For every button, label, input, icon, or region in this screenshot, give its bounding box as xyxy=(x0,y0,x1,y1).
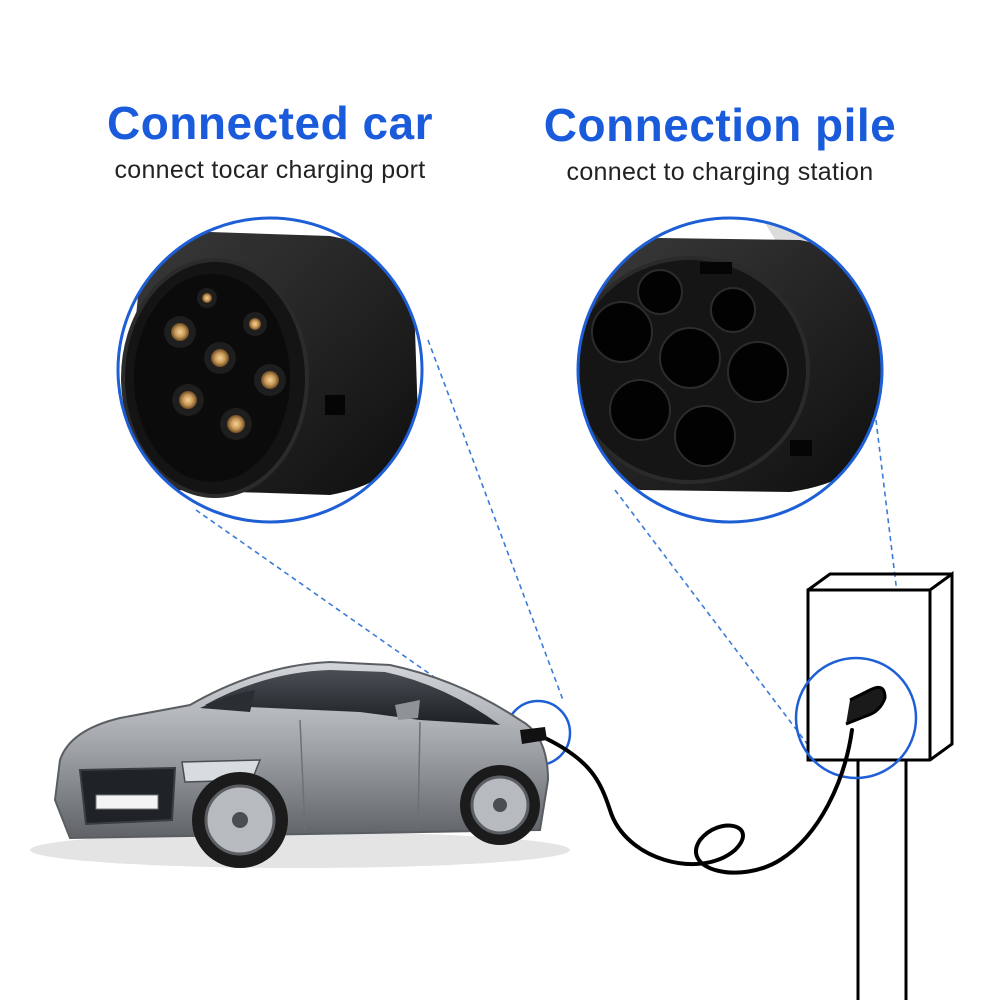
connector-sockets xyxy=(591,269,789,467)
station-port-marker xyxy=(794,656,918,780)
connection-pile-title: Connection pile xyxy=(543,99,897,151)
right-heading: Connection pile connect to charging stat… xyxy=(500,102,940,187)
station-connector-zoom xyxy=(576,216,884,524)
connected-car-title: Connected car xyxy=(106,97,434,149)
connector-pins xyxy=(164,288,286,440)
connected-car-subtitle: connect tocar charging port xyxy=(114,156,426,184)
connection-pile-subtitle: connect to charging station xyxy=(566,158,874,186)
car-connector-zoom xyxy=(116,216,424,524)
charging-cable xyxy=(543,728,854,875)
car xyxy=(30,660,570,868)
charging-station xyxy=(806,571,954,1000)
left-heading: Connected car connect tocar charging por… xyxy=(40,100,500,185)
